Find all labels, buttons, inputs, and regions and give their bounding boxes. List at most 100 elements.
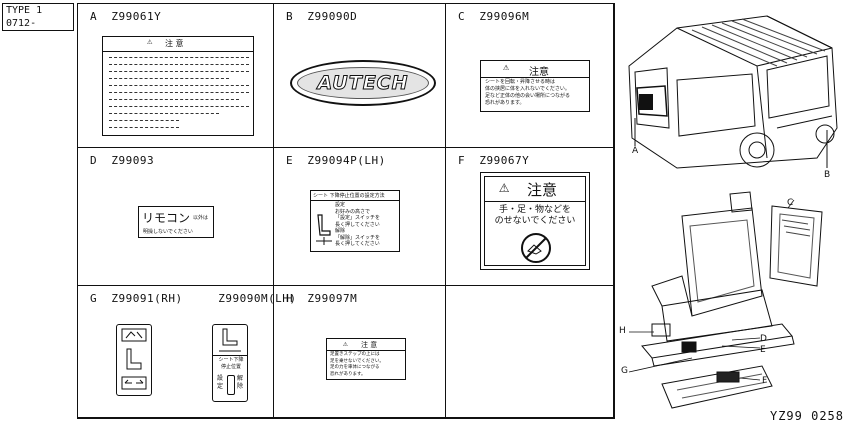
- cell-b-label: B Z99090D: [286, 10, 358, 23]
- cell-h-label: H Z99097M: [286, 292, 358, 305]
- text-line: 足など正体の他の会い場所につながる: [485, 93, 571, 99]
- sticker-c-title: 注意: [529, 67, 549, 78]
- sticker-f-title: 注意: [527, 181, 558, 199]
- callout-g: G: [621, 366, 628, 376]
- text-line: [109, 85, 249, 86]
- text-line: 足を乗せないでください。: [330, 358, 384, 364]
- sticker-a-header: ⚠ 注 意: [103, 37, 253, 52]
- seat-illustration: [628, 191, 823, 409]
- sticker-a: ⚠ 注 意: [102, 36, 254, 136]
- sticker-g-set: 設 定: [217, 375, 223, 391]
- cell-d: D Z99093 リモコン 以外は 明操しないでください: [78, 148, 274, 286]
- text-line: 長く押してください: [335, 221, 380, 228]
- text-line: [109, 57, 249, 58]
- sticker-c-header: ⚠ 注意: [481, 61, 589, 78]
- sticker-d: リモコン 以外は 明操しないでください: [138, 206, 214, 238]
- sticker-d-small1: 以外は: [193, 215, 209, 221]
- text-line: [109, 99, 239, 100]
- text-line: 定: [217, 383, 224, 390]
- seat-icon: [316, 214, 332, 245]
- sticker-g-lh: シート下降 停止位置 設 定 解 除: [212, 324, 248, 402]
- sticker-f: ⚠ 注意 手・足・物などを のせないでください: [480, 172, 590, 270]
- switch-panel-icon: [121, 328, 147, 390]
- text-line: シート下降: [218, 357, 244, 363]
- callout-h: H: [619, 326, 626, 336]
- sticker-d-main: リモコン: [142, 211, 191, 225]
- text-line: シートを回転・昇降させる時は: [485, 79, 556, 85]
- text-line: [109, 64, 249, 65]
- diagram-code: YZ99 0258: [769, 409, 844, 423]
- text-line: 解: [237, 375, 244, 382]
- cell-g-label: G Z99091(RH) Z99090M(LH): [90, 292, 297, 305]
- parts-grid: A Z99061Y ⚠ 注 意 B Z99090D AUTECH C: [77, 3, 615, 419]
- cell-f: F Z99067Y ⚠ 注意 手・足・物などを のせないでください: [446, 148, 614, 286]
- callout-c: C: [787, 198, 794, 208]
- warning-triangle-icon: ⚠: [503, 62, 510, 73]
- sticker-g-release: 解 除: [237, 375, 243, 391]
- sticker-c-text: シートを回転・昇降させる時は 体の挟居に体を入れないでください。 足など正体の他…: [485, 79, 570, 107]
- text-line: お好みの高さで: [335, 208, 371, 215]
- callout-e: E: [760, 345, 766, 355]
- sticker-e: シート 下降停止位置の設定方法 設定 お好みの高さで 「設定」スイッチを 長く押…: [310, 190, 400, 252]
- divider: [311, 200, 399, 201]
- text-line: 恐れがあります。: [330, 371, 366, 377]
- sticker-f-text: 手・足・物などを のせないでください: [485, 205, 585, 227]
- warning-triangle-icon: ⚠: [499, 177, 510, 197]
- cell-d-label: D Z99093: [90, 154, 155, 167]
- cell-empty: [446, 286, 614, 418]
- warning-triangle-icon: ⚠: [147, 37, 153, 47]
- text-line: 体の挟居に体を入れないでください。: [485, 86, 570, 92]
- text-line: 長く押してください: [335, 241, 380, 247]
- text-line: [109, 127, 179, 128]
- text-line: 設定: [335, 202, 346, 208]
- sticker-h: ⚠ 注 意 足置きステップの上には 足を乗せないでください。 足の力を車体につな…: [326, 338, 406, 380]
- callout-f: F: [762, 376, 768, 386]
- callout-b: B: [824, 170, 831, 180]
- text-line: 「設定」スイッチを: [335, 215, 381, 221]
- text-line: 手・足・物などを: [498, 205, 571, 215]
- seat-rotate-icon: [219, 328, 241, 352]
- text-line: 足の力を車体につながる: [330, 365, 380, 370]
- vehicle-illustration: [628, 15, 838, 169]
- cell-g: G Z99091(RH) Z99090M(LH) シート下降 停止位置: [78, 286, 296, 418]
- text-line: 「解除」スイッチを: [335, 234, 381, 241]
- sticker-a-title: 注 意: [165, 39, 184, 48]
- text-line: [109, 78, 229, 79]
- type-box: TYPE 1 0712-: [2, 3, 74, 31]
- cell-e-label: E Z99094P(LH): [286, 154, 386, 167]
- sticker-h-text: 足置きステップの上には 足を乗せないでください。 足の力を車体につながる 恐れが…: [330, 352, 384, 378]
- sticker-h-header: ⚠ 注 意: [327, 339, 405, 351]
- divider: [485, 201, 585, 202]
- sticker-f-inner: ⚠ 注意 手・足・物などを のせないでください: [484, 176, 586, 266]
- cell-a-label: A Z99061Y: [90, 10, 162, 23]
- callout-a: A: [632, 146, 639, 156]
- text-line: [109, 113, 219, 114]
- warning-triangle-icon: ⚠: [343, 339, 348, 348]
- text-line: [109, 71, 249, 72]
- autech-logo-text: AUTECH: [317, 72, 409, 95]
- text-line: 停止位置: [220, 364, 241, 370]
- text-line: 除: [237, 383, 244, 390]
- interior-detail: [639, 94, 653, 110]
- text-line: 恐れがあります。: [485, 100, 525, 106]
- sticker-e-text: 設定 お好みの高さで 「設定」スイッチを 長く押してください 解除 「解除」スイ…: [335, 202, 380, 248]
- autech-emblem: AUTECH: [290, 60, 436, 106]
- cell-c-label: C Z99096M: [458, 10, 530, 23]
- sticker-g-text: シート下降 停止位置: [214, 357, 248, 371]
- cell-e: E Z99094P(LH) シート 下降停止位置の設定方法 設定 お好みの高さで…: [274, 148, 446, 286]
- sticker-c: ⚠ 注意 シートを回転・昇降させる時は 体の挟居に体を入れないでください。 足な…: [480, 60, 590, 112]
- toggle-switch-icon: [227, 375, 235, 395]
- emblem-inner: [297, 67, 429, 99]
- sticker-g-rh: [116, 324, 152, 396]
- text-line: [109, 106, 249, 107]
- text-line: 解除: [335, 228, 346, 234]
- text-line: [109, 92, 249, 93]
- prohibition-icon: [521, 233, 551, 263]
- cell-a: A Z99061Y ⚠ 注 意: [78, 4, 274, 148]
- cell-b: B Z99090D AUTECH: [274, 4, 446, 148]
- type-line-2: 0712-: [6, 18, 37, 29]
- divider: [213, 355, 247, 356]
- cell-f-label: F Z99067Y: [458, 154, 530, 167]
- cell-c: C Z99096M ⚠ 注意 シートを回転・昇降させる時は 体の挟居に体を入れな…: [446, 4, 614, 148]
- callout-d: D: [760, 334, 767, 344]
